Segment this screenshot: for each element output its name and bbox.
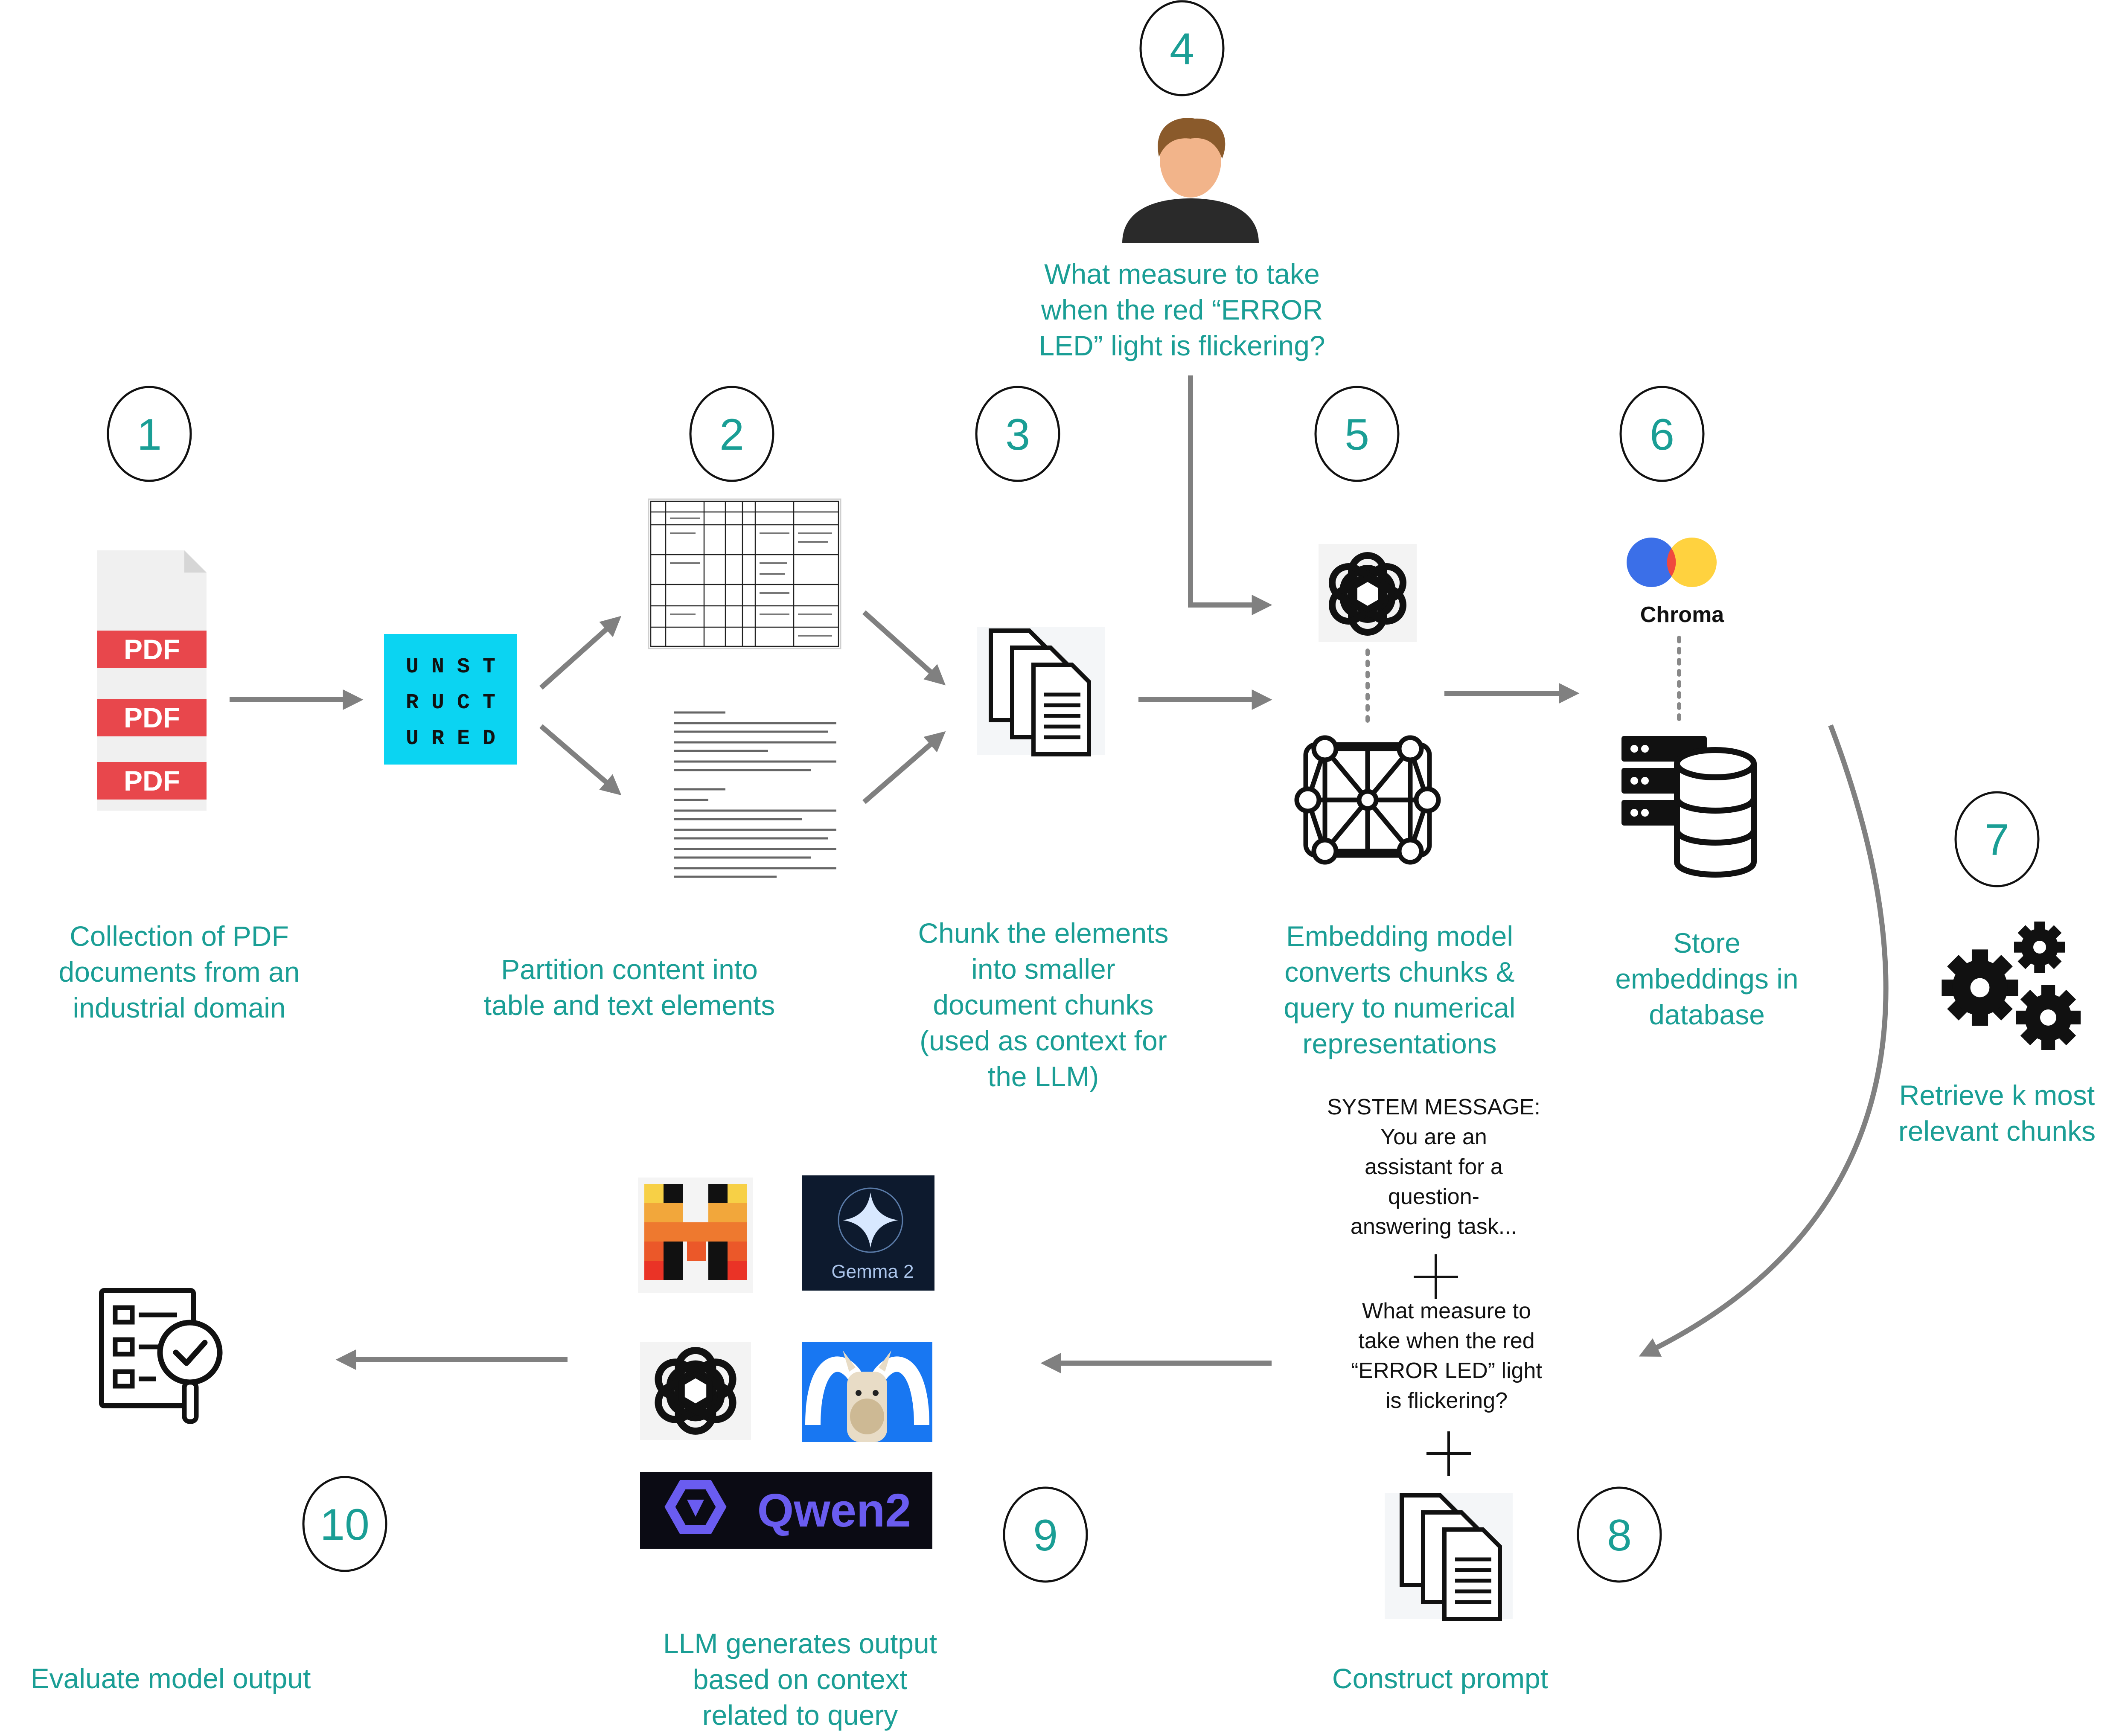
plus-icon bbox=[1426, 1431, 1471, 1476]
step-number: 10 bbox=[320, 1500, 370, 1550]
meta-llama-logo bbox=[802, 1342, 932, 1442]
step-4-query: What measure to take when the red “ERROR… bbox=[1039, 258, 1325, 361]
chroma-logo: Chroma bbox=[1627, 538, 1724, 627]
step-number: 8 bbox=[1607, 1511, 1632, 1560]
step-number: 2 bbox=[719, 410, 744, 459]
database-server-icon bbox=[1621, 736, 1757, 878]
arrow-6-to-8-retrieve bbox=[1639, 724, 1889, 1357]
arrow-2-to-text bbox=[539, 724, 622, 796]
arrow-table-to-3 bbox=[862, 610, 946, 686]
step-7-caption: Retrieve k most relevant chunks bbox=[1898, 1079, 2096, 1147]
step-number: 4 bbox=[1170, 24, 1194, 74]
step-6-caption: Store embeddings in database bbox=[1615, 927, 1799, 1030]
gemma-label: Gemma 2 bbox=[831, 1261, 914, 1282]
plus-icon bbox=[1414, 1254, 1458, 1299]
step-number: 1 bbox=[137, 410, 162, 459]
step-number: 3 bbox=[1005, 410, 1030, 459]
step-number: 6 bbox=[1650, 410, 1674, 459]
arrow-query-to-embedding bbox=[1188, 375, 1272, 615]
neural-network-icon bbox=[1294, 735, 1441, 865]
step-3-badge: 3 bbox=[975, 386, 1060, 482]
user-icon bbox=[1122, 118, 1259, 243]
openai-logo-icon bbox=[652, 1351, 739, 1431]
step-2-caption: Partition content into table and text el… bbox=[483, 954, 775, 1021]
pdf-files-icon: PDF PDF PDF bbox=[97, 550, 207, 811]
prompt-query: What measure to take when the red “ERROR… bbox=[1351, 1299, 1542, 1413]
mistral-logo bbox=[638, 1178, 753, 1293]
gears-icon bbox=[1942, 922, 2081, 1050]
gemma-logo: Gemma 2 bbox=[802, 1175, 934, 1291]
pdf-label: PDF bbox=[124, 702, 180, 733]
step-number: 7 bbox=[1985, 815, 2009, 865]
system-message: SYSTEM MESSAGE: You are an assistant for… bbox=[1327, 1095, 1540, 1239]
pdf-label: PDF bbox=[124, 634, 180, 665]
arrow-2-to-table bbox=[539, 616, 622, 690]
step-10-caption: Evaluate model output bbox=[30, 1663, 311, 1694]
qwen-logo: Qwen2 bbox=[640, 1472, 932, 1549]
step-number: 9 bbox=[1033, 1511, 1058, 1560]
step-1-caption: Collection of PDF documents from an indu… bbox=[58, 920, 300, 1024]
text-document-icon bbox=[649, 700, 845, 887]
step-4-badge: 4 bbox=[1139, 0, 1225, 96]
step-5-badge: 5 bbox=[1314, 386, 1400, 482]
step-3-caption: Chunk the elements into smaller document… bbox=[918, 917, 1169, 1092]
step-5-caption: Embedding model converts chunks & query … bbox=[1284, 920, 1516, 1059]
step-number: 5 bbox=[1345, 410, 1369, 459]
step-8-caption: Construct prompt bbox=[1332, 1663, 1549, 1694]
table-document-icon bbox=[648, 498, 841, 649]
step-6-badge: 6 bbox=[1619, 386, 1705, 482]
openai-logo-icon bbox=[1326, 555, 1409, 632]
step-1-badge: 1 bbox=[107, 386, 192, 482]
arrow-text-to-3 bbox=[862, 731, 946, 804]
unstructured-logo: U N S T R U C T U R E D bbox=[384, 634, 517, 765]
step-2-badge: 2 bbox=[689, 386, 774, 482]
unstructured-line: R U C T bbox=[406, 691, 495, 715]
unstructured-line: U N S T bbox=[406, 655, 495, 679]
evaluation-checklist-icon bbox=[99, 1288, 223, 1424]
step-9-badge: 9 bbox=[1003, 1486, 1088, 1583]
step-10-badge: 10 bbox=[302, 1476, 387, 1572]
step-9-caption: LLM generates output based on context re… bbox=[663, 1628, 937, 1731]
step-7-badge: 7 bbox=[1954, 791, 2040, 887]
qwen-label: Qwen2 bbox=[757, 1484, 911, 1537]
chroma-label: Chroma bbox=[1640, 602, 1725, 627]
pdf-label: PDF bbox=[124, 765, 180, 797]
step-8-badge: 8 bbox=[1577, 1486, 1662, 1583]
unstructured-line: U R E D bbox=[406, 727, 495, 751]
